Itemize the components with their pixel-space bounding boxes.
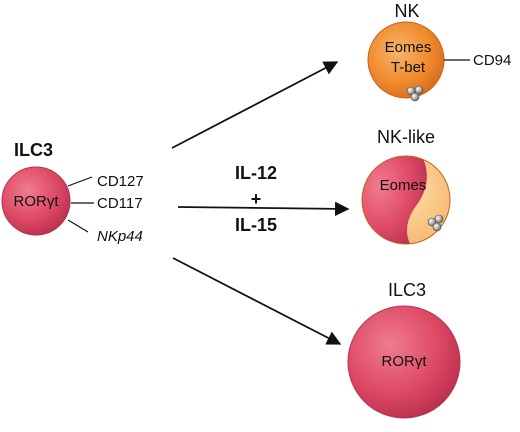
arrow-to-ilc3 — [172, 257, 342, 345]
nk-like-cell-label: Eomes — [380, 177, 427, 194]
nk-cell: NK Eomes T-bet CD94 — [367, 1, 511, 102]
arrow-to-nk — [171, 61, 339, 149]
ilc3-result-title: ILC3 — [388, 280, 426, 300]
nk-like-cell: NK-like Eomes — [361, 127, 451, 245]
treatment-il12: IL-12 — [235, 163, 277, 183]
marker-nkp44: NKp44 — [97, 228, 143, 245]
marker-connector-3 — [67, 219, 89, 233]
nk-like-cell-title: NK-like — [377, 127, 435, 147]
nk-cell-label-eomes: Eomes — [385, 39, 432, 56]
nk-cell-title: NK — [394, 1, 419, 21]
ilc3-result-body — [347, 305, 461, 419]
granule-icon — [406, 85, 424, 102]
arrow-to-nk-like — [177, 201, 350, 217]
treatment-plus: + — [251, 189, 262, 209]
marker-connector-1 — [67, 176, 93, 187]
ilc3-result-label: RORγt — [382, 353, 428, 370]
granule-icon — [427, 214, 444, 232]
nk-marker-cd94: CD94 — [473, 52, 511, 69]
source-cell-body — [1, 166, 71, 236]
source-cell-title: ILC3 — [14, 140, 53, 160]
source-cell-label: RORγt — [14, 193, 60, 210]
marker-cd127: CD127 — [97, 173, 144, 190]
treatment-label: IL-12 + IL-15 — [235, 163, 277, 235]
ilc3-result-cell: ILC3 RORγt — [347, 280, 461, 419]
nk-like-cell-outline — [361, 155, 451, 245]
nk-cell-label-tbet: T-bet — [391, 59, 426, 76]
source-ilc3-cell: ILC3 RORγt CD127 CD117 NKp44 — [1, 140, 144, 245]
marker-cd117: CD117 — [97, 195, 143, 212]
treatment-il15: IL-15 — [235, 215, 277, 235]
